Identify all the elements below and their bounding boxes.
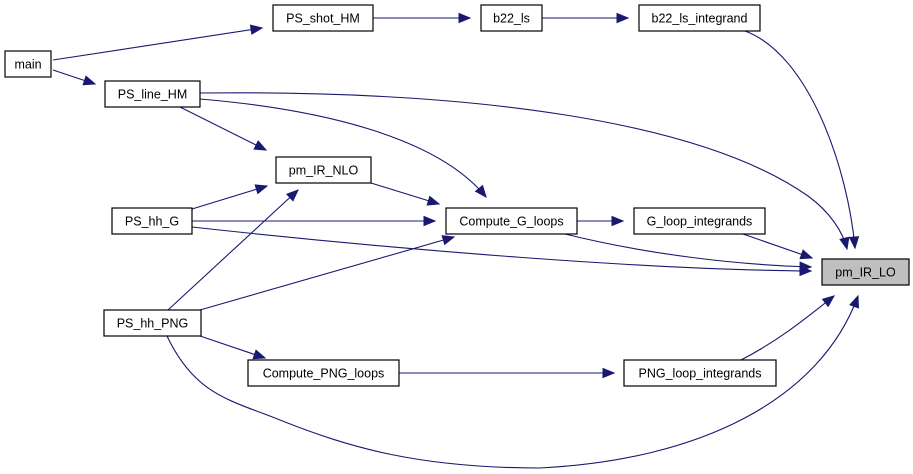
edge-PNG_loop_integrands-to-pm_IR_LO: [740, 295, 836, 361]
node-label: PNG_loop_integrands: [639, 367, 762, 381]
node-label: pm_IR_NLO: [289, 164, 359, 178]
node-box[interactable]: [247, 359, 400, 387]
edge-line: [191, 185, 268, 210]
arrowhead-icon: [821, 295, 836, 308]
edge-PS_line_HM-to-pm_IR_NLO: [179, 106, 268, 151]
edges-layer: [52, 12, 860, 469]
edge-PS_line_HM-to-Compute_G_loops: [199, 98, 487, 199]
node-box[interactable]: [633, 207, 766, 235]
edge-line: [199, 92, 848, 250]
arrowhead-icon: [254, 184, 269, 195]
node-label: PS_line_HM: [118, 88, 187, 102]
node-box[interactable]: [275, 156, 372, 184]
edge-line: [167, 189, 299, 311]
node-b22-ls[interactable]: b22_ls: [480, 4, 543, 32]
edge-pm_IR_NLO-to-Compute_G_loops: [370, 182, 441, 206]
arrowhead-icon: [611, 215, 625, 227]
arrowhead-icon: [423, 215, 437, 227]
node-main[interactable]: main: [4, 50, 52, 78]
arrowhead-icon: [285, 189, 299, 202]
node-ps-shot-hm[interactable]: PS_shot_HM: [272, 4, 374, 32]
node-box[interactable]: [821, 258, 910, 286]
edge-line: [740, 295, 835, 361]
edge-main-to-PS_shot_HM: [52, 24, 264, 61]
node-ps-hh-png[interactable]: PS_hh_PNG: [103, 309, 202, 337]
node-png-loop-integrands[interactable]: PNG_loop_integrands: [623, 359, 777, 387]
node-label: main: [14, 58, 41, 72]
node-ps-hh-g[interactable]: PS_hh_G: [111, 207, 193, 235]
node-b22-ls-integrand[interactable]: b22_ls_integrand: [638, 4, 761, 32]
node-label: b22_ls: [493, 12, 530, 26]
node-label: G_loop_integrands: [647, 215, 753, 229]
arrowhead-icon: [458, 12, 472, 24]
node-label: Compute_PNG_loops: [263, 367, 385, 381]
edge-line: [191, 226, 812, 272]
edge-line: [199, 236, 455, 311]
edge-line: [370, 182, 440, 205]
node-label: PS_shot_HM: [286, 12, 360, 26]
node-label: PS_hh_G: [125, 215, 179, 229]
node-box[interactable]: [445, 207, 578, 235]
arrowhead-icon: [253, 140, 268, 151]
edge-PS_line_HM-to-pm_IR_LO: [199, 92, 850, 251]
edge-b22_ls-to-b22_ls_integrand: [542, 12, 630, 24]
edge-PS_hh_PNG-to-pm_IR_NLO: [167, 189, 299, 311]
edge-line: [166, 295, 859, 469]
node-label: b22_ls_integrand: [652, 12, 748, 26]
arrowhead-icon: [474, 184, 487, 199]
edge-Compute_PNG_loops-to-PNG_loop_integrands: [399, 367, 616, 379]
node-box[interactable]: [103, 309, 202, 337]
arrowhead-icon: [839, 236, 850, 251]
node-g-loop-integrands[interactable]: G_loop_integrands: [633, 207, 766, 235]
node-ps-line-hm[interactable]: PS_line_HM: [104, 80, 201, 108]
edge-PS_hh_PNG-to-pm_IR_LO: [166, 294, 859, 469]
edge-PS_hh_G-to-pm_IR_NLO: [191, 184, 269, 210]
arrowhead-icon: [82, 75, 97, 86]
arrowhead-icon: [799, 261, 813, 272]
node-compute-png-loops[interactable]: Compute_PNG_loops: [247, 359, 400, 387]
edge-PS_hh_PNG-to-Compute_G_loops: [199, 235, 456, 311]
edge-line: [52, 27, 263, 61]
node-compute-g-loops[interactable]: Compute_G_loops: [445, 207, 578, 235]
edge-G_loop_integrands-to-pm_IR_LO: [742, 233, 814, 260]
node-box[interactable]: [623, 359, 777, 387]
edge-PS_hh_G-to-Compute_G_loops: [192, 215, 437, 227]
node-label: Compute_G_loops: [459, 215, 563, 229]
node-pm-ir-nlo[interactable]: pm_IR_NLO: [275, 156, 372, 184]
edge-line: [744, 30, 856, 249]
edge-line: [199, 98, 487, 198]
nodes-layer: main PS_shot_HM b22_ls b22_ls_integrandPS_l…: [4, 4, 910, 387]
edge-b22_ls_integrand-to-pm_IR_LO: [744, 30, 860, 250]
arrowhead-icon: [799, 249, 814, 260]
edge-line: [179, 106, 267, 151]
node-pm-ir-lo[interactable]: pm_IR_LO: [821, 258, 910, 286]
arrowhead-icon: [848, 236, 860, 250]
arrowhead-icon: [616, 12, 630, 24]
node-label: PS_hh_PNG: [117, 317, 189, 331]
edge-PS_shot_HM-to-b22_ls: [373, 12, 472, 24]
edge-line: [564, 233, 812, 268]
edge-line: [742, 233, 813, 259]
node-label: pm_IR_LO: [835, 266, 896, 280]
arrowhead-icon: [426, 195, 441, 206]
node-box[interactable]: [272, 4, 374, 32]
node-box[interactable]: [104, 80, 201, 108]
edge-PS_hh_PNG-to-Compute_PNG_loops: [199, 335, 267, 360]
node-box[interactable]: [480, 4, 543, 32]
arrowhead-icon: [849, 294, 859, 309]
node-box[interactable]: [638, 4, 761, 32]
edge-Compute_G_loops-to-G_loop_integrands: [577, 215, 625, 227]
arrowhead-icon: [441, 235, 456, 246]
arrowhead-icon: [602, 367, 616, 379]
node-box[interactable]: [4, 50, 52, 78]
arrowhead-icon: [249, 24, 264, 35]
node-box[interactable]: [111, 207, 193, 235]
edge-Compute_G_loops-to-pm_IR_LO: [564, 233, 813, 272]
arrowhead-icon: [252, 349, 267, 360]
edge-main-to-PS_line_HM: [52, 69, 97, 86]
